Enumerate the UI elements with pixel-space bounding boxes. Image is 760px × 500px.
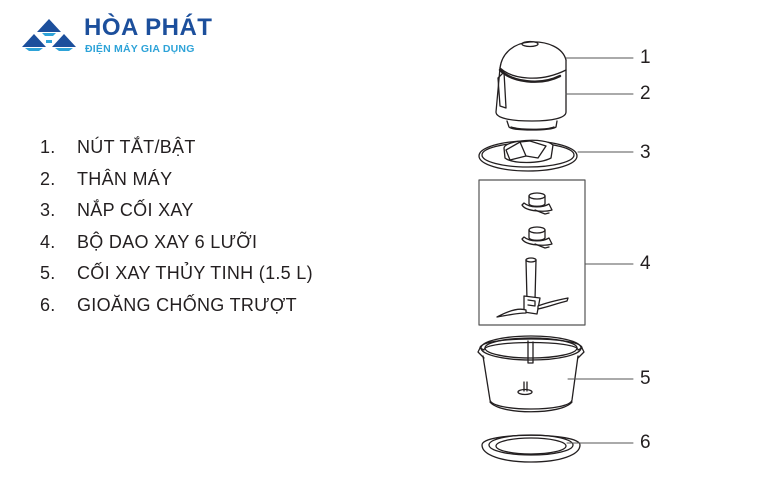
callout-3: 3 — [640, 142, 651, 163]
item-label: GIOĂNG CHỐNG TRƯỢT — [77, 294, 297, 315]
leader-lines — [565, 57, 634, 444]
item-label: THÂN MÁY — [77, 168, 173, 189]
brand-name: HÒA PHÁT — [84, 14, 213, 41]
callout-4: 4 — [640, 253, 651, 274]
item-number: 1. — [40, 137, 56, 157]
item-number: 5. — [40, 263, 56, 283]
item-number: 6. — [40, 294, 56, 315]
brand-tagline: ĐIỆN MÁY GIA DỤNG — [85, 43, 195, 55]
parts-list: 1. NÚT TẮT/BẬT 2. THÂN MÁY 3. NẮP CỐI XAY 4… — [40, 134, 313, 323]
item-label: BỘ DAO XAY 6 LƯỠI — [77, 231, 258, 252]
parts-list-item-4: 4. BỘ DAO XAY 6 LƯỠI — [40, 229, 313, 261]
motor-head-illustration — [495, 40, 567, 131]
item-label: CỐI XAY THỦY TINH (1.5 L) — [77, 263, 313, 283]
item-number: 4. — [40, 231, 56, 252]
callout-5: 5 — [640, 368, 651, 389]
parts-list-item-6: 6. GIOĂNG CHỐNG TRƯỢT — [40, 292, 313, 324]
brand-logo: HÒA PHÁT ĐIỆN MÁY GIA DỤNG — [20, 14, 220, 56]
parts-list-item-5: 5. CỐI XAY THỦY TINH (1.5 L) — [40, 260, 313, 292]
callout-6: 6 — [640, 432, 651, 453]
parts-list-item-1: 1. NÚT TẮT/BẬT — [40, 134, 313, 166]
parts-list-item-2: 2. THÂN MÁY — [40, 166, 313, 198]
item-number: 2. — [40, 168, 56, 189]
blade-assembly-illustration — [478, 179, 586, 326]
callout-1: 1 — [640, 47, 651, 68]
callout-2: 2 — [640, 83, 651, 104]
hoa-phat-logo-icon — [22, 19, 76, 51]
bowl-lid-illustration — [478, 139, 578, 172]
item-number: 3. — [40, 200, 56, 220]
anti-slip-gasket-illustration — [481, 434, 581, 463]
glass-bowl-illustration — [477, 335, 585, 413]
item-label: NÚT TẮT/BẬT — [77, 137, 196, 157]
item-label: NẮP CỐI XAY — [77, 200, 194, 220]
parts-list-item-3: 3. NẮP CỐI XAY — [40, 197, 313, 229]
